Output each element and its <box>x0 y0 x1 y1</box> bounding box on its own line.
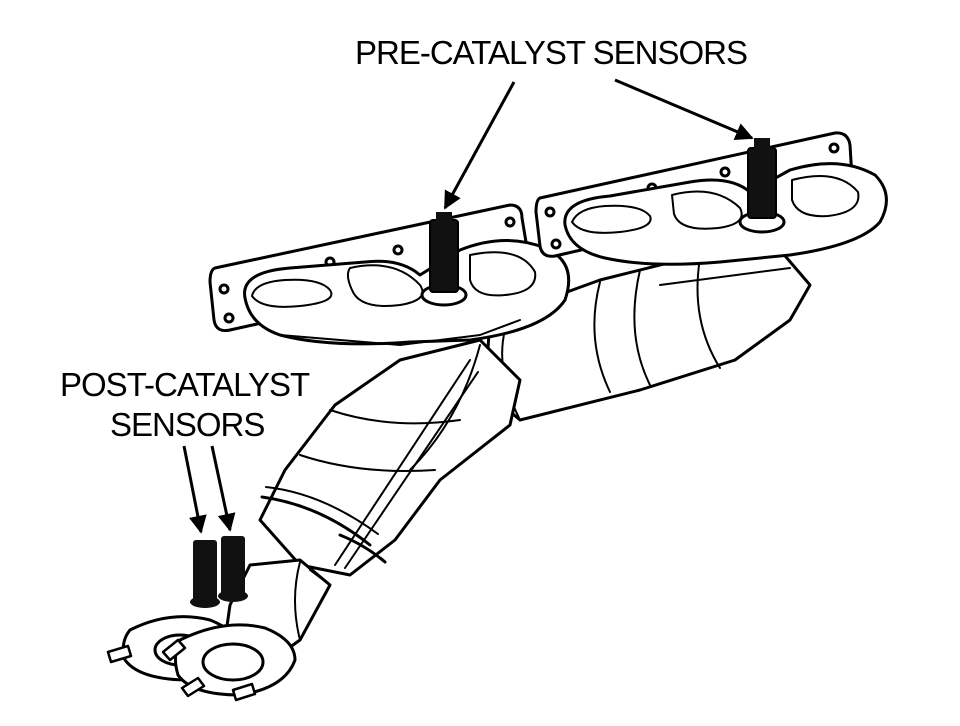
pre-catalyst-arrows <box>443 78 754 210</box>
post-catalyst-label-line2: SENSORS <box>110 406 265 443</box>
front-catalytic-converter <box>258 338 522 577</box>
post-catalyst-sensor-left <box>190 540 220 608</box>
post-catalyst-sensor-right <box>218 536 248 602</box>
pre-catalyst-sensor-front <box>420 212 468 307</box>
post-catalyst-arrows <box>182 445 236 534</box>
front-manifold-runners <box>243 239 571 346</box>
outlet-studs <box>106 638 257 702</box>
outlet-flanges <box>121 615 297 697</box>
pre-catalyst-sensor-rear <box>738 138 786 234</box>
rear-manifold-runners <box>563 162 888 266</box>
pre-catalyst-sensors-label: PRE-CATALYST SENSORS <box>355 34 748 71</box>
post-catalyst-label-line1: POST-CATALYST <box>60 366 310 403</box>
